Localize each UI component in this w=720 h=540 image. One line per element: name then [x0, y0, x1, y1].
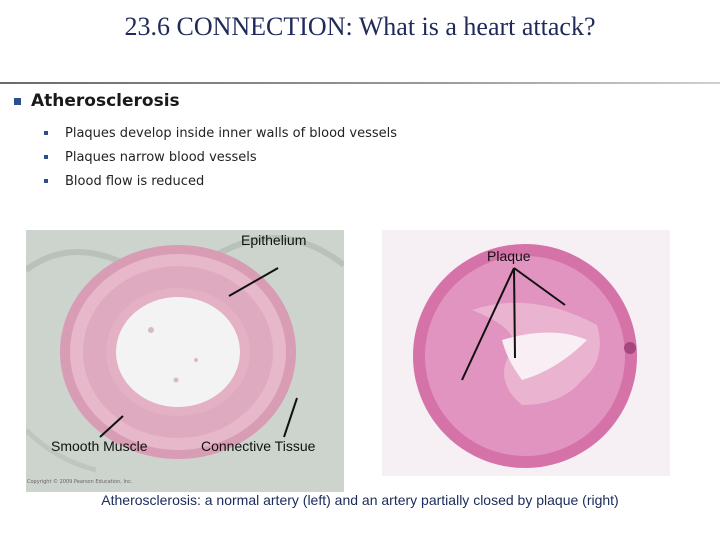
- bullet-marker-icon: [44, 155, 48, 159]
- label-smooth-muscle: Smooth Muscle: [51, 438, 148, 454]
- main-bullet-text: Atherosclerosis: [31, 91, 180, 111]
- figure-caption: Atherosclerosis: a normal artery (left) …: [101, 492, 619, 508]
- title-divider: [0, 82, 720, 84]
- sub-bullet-text: Plaques develop inside inner walls of bl…: [65, 125, 398, 141]
- plaque-pointer-left: [461, 267, 515, 381]
- label-connective-tissue: Connective Tissue: [201, 438, 316, 454]
- bullet-marker-icon: [14, 97, 21, 105]
- sub-bullet: Plaques narrow blood vessels: [44, 145, 397, 169]
- sub-bullet: Blood flow is reduced: [44, 169, 397, 193]
- main-bullet: Atherosclerosis: [14, 91, 180, 111]
- sub-bullet: Plaques develop inside inner walls of bl…: [44, 121, 397, 145]
- label-plaque: Plaque: [487, 248, 531, 264]
- plaque-pointer-right: [513, 267, 566, 306]
- bullet-marker-icon: [44, 179, 48, 183]
- plaque-pointer-middle: [513, 267, 516, 359]
- sub-bullet-text: Plaques narrow blood vessels: [65, 149, 257, 165]
- image-copyright: Copyright © 2009 Pearson Education, Inc.: [27, 479, 133, 485]
- bullet-marker-icon: [44, 131, 48, 135]
- plaque-artery-micrograph: [382, 230, 670, 476]
- sub-bullet-text: Blood flow is reduced: [65, 173, 205, 189]
- smooth-muscle-pointer: [99, 415, 124, 438]
- connective-tissue-pointer: [283, 397, 298, 438]
- sub-bullet-list: Plaques develop inside inner walls of bl…: [44, 121, 397, 193]
- slide-title: 23.6 CONNECTION: What is a heart attack?: [124, 12, 596, 41]
- label-epithelium: Epithelium: [241, 232, 307, 248]
- epithelium-pointer: [228, 267, 279, 297]
- normal-artery-micrograph: [26, 230, 344, 492]
